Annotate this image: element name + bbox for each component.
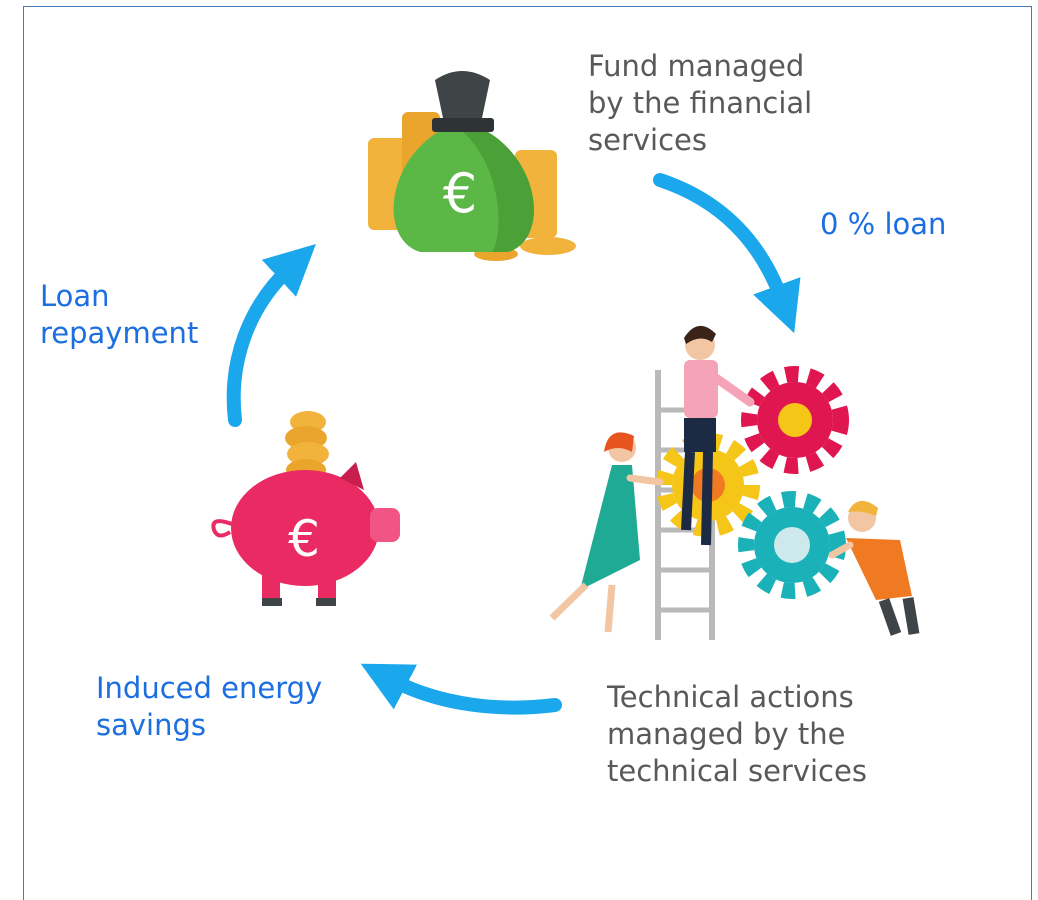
gear-red-icon [741, 366, 849, 474]
technical-label-line: technical services [607, 754, 867, 788]
repayment-label-line: repayment [40, 316, 199, 350]
person-pushing-left [549, 432, 664, 633]
repayment-label-line: Loan [40, 279, 110, 313]
savings-label-line: savings [96, 708, 206, 742]
arrow-technical-to-savings [360, 663, 562, 715]
technical-label-line: Technical actions [607, 680, 854, 714]
gear-teal-icon [738, 491, 846, 599]
person-pushing-right [828, 500, 920, 636]
team-gears-illustration [549, 325, 920, 640]
piggy-bank-euro-symbol: € [288, 510, 320, 568]
fund-label: Fund managed by the financial services [588, 48, 812, 159]
savings-label: Induced energy savings [96, 670, 322, 744]
loan-label: 0 % loan [820, 207, 947, 241]
technical-label: Technical actions managed by the technic… [607, 679, 867, 790]
fund-label-line: Fund managed [588, 49, 805, 83]
fund-label-line: by the financial [588, 86, 813, 120]
money-bag-euro-symbol: € [443, 162, 477, 225]
person-on-ladder [681, 325, 755, 546]
arrow-fund-to-technical [653, 173, 801, 334]
piggy-bank-icon: € [211, 411, 400, 606]
fund-label-line: services [588, 123, 707, 157]
savings-label-line: Induced energy [96, 671, 323, 705]
technical-label-line: managed by the [607, 717, 846, 751]
arrow-savings-to-fund [226, 244, 316, 427]
repayment-label: Loan repayment [40, 278, 198, 352]
money-bag-icon: € [368, 71, 576, 261]
